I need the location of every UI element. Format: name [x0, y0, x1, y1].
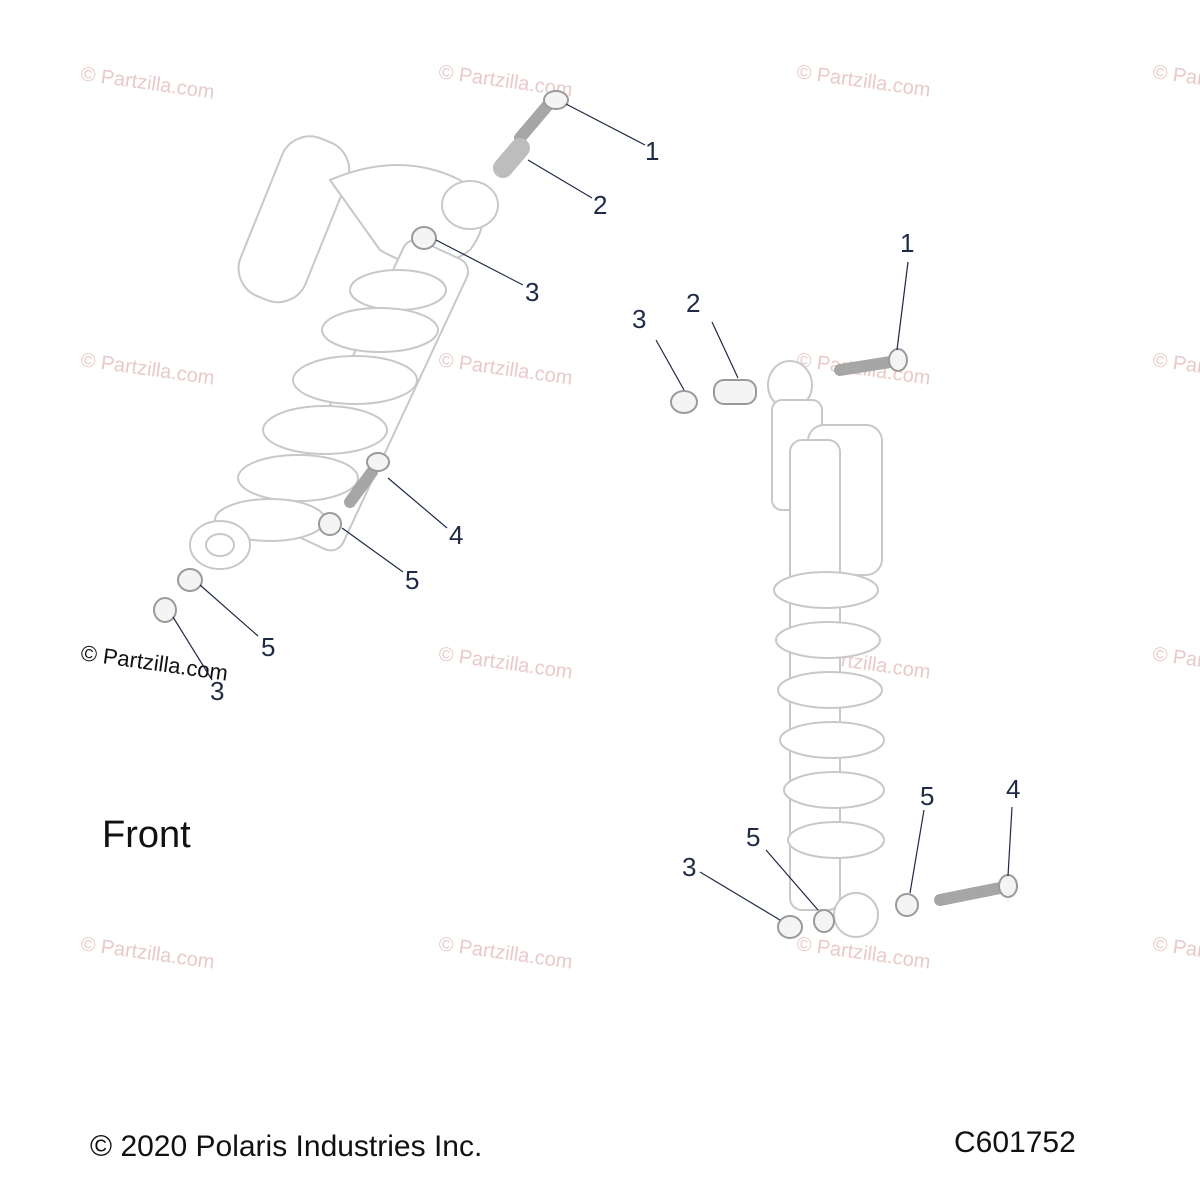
callout-right-2: 2 — [686, 288, 700, 318]
copyright-text: © 2020 Polaris Industries Inc. — [90, 1130, 483, 1163]
callout-left-5a: 5 — [405, 565, 419, 595]
watermark: © Partzilla.com — [1151, 933, 1200, 974]
bolt-head-icon — [366, 452, 390, 472]
right-washer-5a — [895, 893, 919, 917]
right-bolt-4 — [934, 874, 1018, 906]
callout-left-3b: 3 — [210, 676, 224, 706]
left-bushing-3 — [411, 226, 437, 250]
watermark: © Partzilla.com — [437, 933, 574, 974]
watermark-overlay: © Partzilla.com — [79, 640, 229, 685]
left-bushing-3b — [153, 597, 177, 623]
callout-left-2: 2 — [593, 190, 607, 220]
left-shock-assembly — [153, 90, 569, 623]
front-label: Front — [102, 814, 191, 856]
bolt-head-icon — [543, 90, 569, 110]
watermark: © Partzilla.com — [437, 643, 574, 684]
callout-right-3: 3 — [632, 304, 646, 334]
watermark: © Partzilla.com — [79, 349, 216, 390]
callout-left-1: 1 — [645, 136, 659, 166]
callout-right-3b: 3 — [682, 852, 696, 882]
left-top-eye — [441, 180, 499, 230]
callout-left-3: 3 — [525, 277, 539, 307]
left-bushing-2 — [493, 138, 530, 178]
callout-right-5a: 5 — [920, 781, 934, 811]
right-bushing-2 — [713, 379, 757, 405]
right-washer-5b — [813, 909, 835, 933]
callout-right-5b: 5 — [746, 822, 760, 852]
left-bolt-4 — [344, 452, 390, 508]
left-reservoir — [237, 135, 351, 304]
watermark: © Partzilla.com — [437, 349, 574, 390]
callouts: 1 2 3 4 5 5 3 1 2 3 4 5 5 3 — [210, 136, 1020, 882]
left-washer-5a — [318, 512, 342, 536]
watermark: © Partzilla.com — [79, 63, 216, 104]
left-bolt-1 — [514, 90, 569, 144]
leader-lines — [172, 103, 1013, 921]
watermark: © Partzilla.com — [1151, 349, 1200, 390]
watermark: © Partzilla.com — [795, 933, 932, 974]
watermark: © Partzilla.com — [795, 61, 932, 102]
right-shock-assembly — [670, 348, 1018, 939]
callout-right-4: 4 — [1006, 774, 1020, 804]
watermark: © Partzilla.com — [1151, 643, 1200, 684]
watermark: © Partzilla.com — [79, 933, 216, 974]
right-bushing-3b — [777, 915, 803, 939]
right-bolt-1 — [834, 348, 908, 376]
callout-left-5b: 5 — [261, 632, 275, 662]
right-bottom-eye — [833, 892, 879, 938]
diagram-code: C601752 — [954, 1126, 1076, 1159]
watermark: © Partzilla.com — [1151, 61, 1200, 102]
callout-left-4: 4 — [449, 520, 463, 550]
bolt-head-icon — [998, 874, 1018, 898]
callout-right-1: 1 — [900, 228, 914, 258]
bolt-head-icon — [888, 348, 908, 372]
right-bushing-3 — [670, 390, 698, 414]
right-spring — [773, 571, 885, 859]
left-washer-5b — [177, 568, 203, 592]
